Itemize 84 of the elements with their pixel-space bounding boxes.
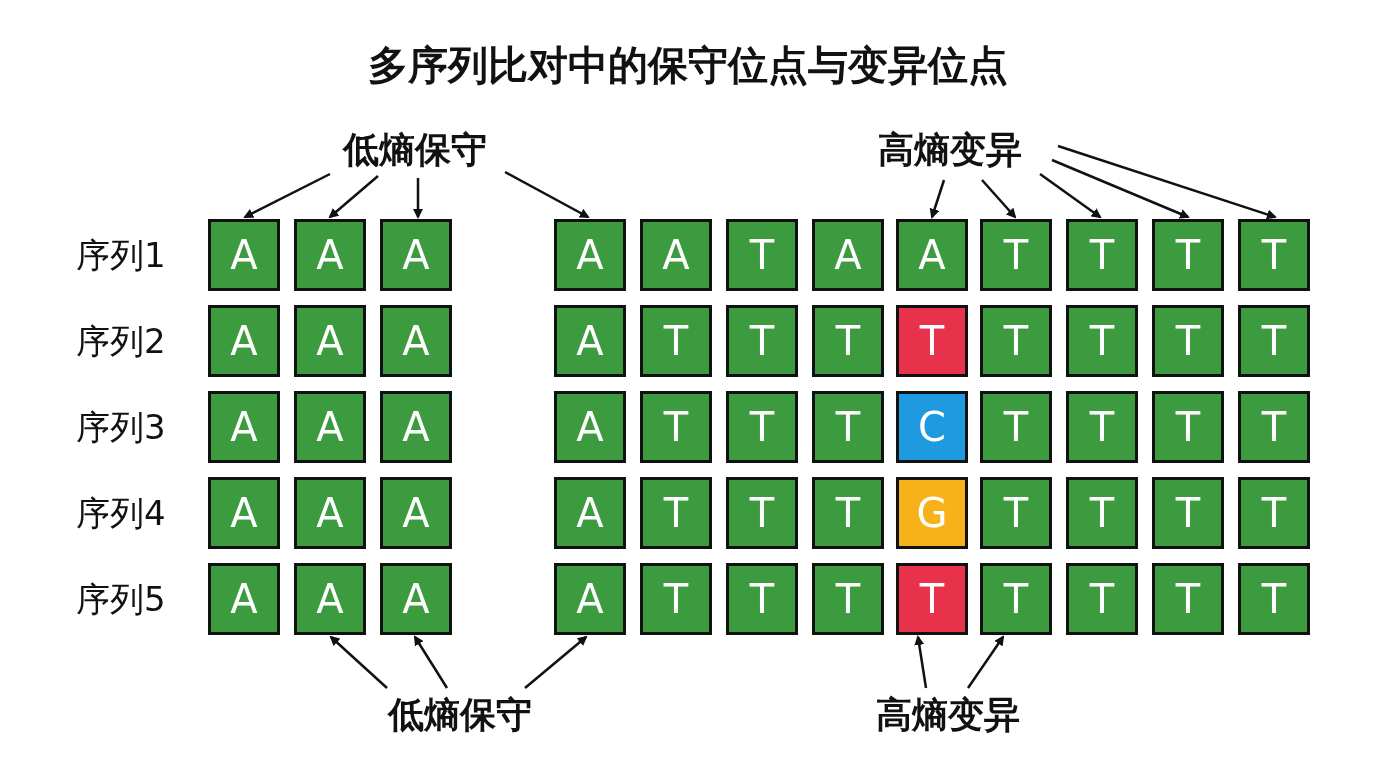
arrow — [413, 178, 423, 219]
nucleotide-cell: T — [1238, 391, 1310, 463]
nucleotide-cell: A — [294, 563, 366, 635]
row-label: 序列1 — [76, 235, 166, 275]
nucleotide-cell: T — [896, 563, 968, 635]
nucleotide-cell: T — [1238, 477, 1310, 549]
nucleotide-cell: T — [980, 391, 1052, 463]
nucleotide-cell: G — [896, 477, 968, 549]
arrow — [524, 635, 588, 689]
nucleotide-cell: T — [726, 219, 798, 291]
row-label: 序列5 — [76, 579, 166, 619]
nucleotide-cell: T — [726, 391, 798, 463]
annotation-label: 低熵保守 — [388, 693, 532, 737]
nucleotide-cell: T — [726, 563, 798, 635]
nucleotide-cell: T — [1238, 219, 1310, 291]
nucleotide-cell: A — [380, 563, 452, 635]
nucleotide-cell: A — [554, 563, 626, 635]
annotation-label: 低熵保守 — [343, 128, 487, 172]
arrow — [328, 175, 379, 219]
nucleotide-cell: A — [294, 477, 366, 549]
nucleotide-cell: T — [980, 563, 1052, 635]
nucleotide-cell: A — [812, 219, 884, 291]
nucleotide-cell: A — [554, 477, 626, 549]
nucleotide-cell: T — [640, 563, 712, 635]
title: 多序列比对中的保守位点与变异位点 — [367, 41, 1009, 90]
nucleotide-cell: C — [896, 391, 968, 463]
nucleotide-cell: A — [208, 219, 280, 291]
nucleotide-cell: A — [896, 219, 968, 291]
nucleotide-cell: T — [1066, 391, 1138, 463]
nucleotide-cell: A — [208, 477, 280, 549]
nucleotide-cell: T — [812, 391, 884, 463]
arrow — [1039, 173, 1102, 219]
row-label: 序列3 — [76, 407, 166, 447]
nucleotide-cell: T — [812, 305, 884, 377]
nucleotide-cell: A — [294, 219, 366, 291]
nucleotide-cell: T — [896, 305, 968, 377]
nucleotide-cell: T — [1152, 563, 1224, 635]
nucleotide-cell: T — [640, 391, 712, 463]
nucleotide-cell: A — [554, 391, 626, 463]
nucleotide-cell: A — [380, 477, 452, 549]
nucleotide-cell: A — [554, 305, 626, 377]
nucleotide-cell: A — [208, 391, 280, 463]
nucleotide-cell: A — [380, 305, 452, 377]
nucleotide-cell: T — [1152, 219, 1224, 291]
nucleotide-cell: A — [294, 305, 366, 377]
arrow — [981, 179, 1017, 219]
nucleotide-cell: T — [1152, 391, 1224, 463]
nucleotide-cell: A — [380, 219, 452, 291]
nucleotide-cell: T — [812, 563, 884, 635]
nucleotide-cell: A — [208, 305, 280, 377]
nucleotide-cell: T — [1152, 305, 1224, 377]
arrow — [504, 170, 590, 219]
nucleotide-cell: T — [640, 477, 712, 549]
annotation-label: 高熵变异 — [878, 128, 1022, 172]
nucleotide-cell: T — [726, 305, 798, 377]
nucleotide-cell: T — [1238, 563, 1310, 635]
nucleotide-cell: T — [726, 477, 798, 549]
arrow — [1051, 158, 1190, 219]
nucleotide-cell: T — [1066, 305, 1138, 377]
nucleotide-cell: A — [640, 219, 712, 291]
nucleotide-cell: A — [380, 391, 452, 463]
nucleotide-cell: T — [1152, 477, 1224, 549]
nucleotide-cell: T — [640, 305, 712, 377]
nucleotide-cell: A — [208, 563, 280, 635]
nucleotide-cell: T — [1066, 219, 1138, 291]
arrow — [929, 179, 946, 219]
nucleotide-cell: T — [1066, 477, 1138, 549]
nucleotide-cell: T — [1238, 305, 1310, 377]
nucleotide-cell: T — [1066, 563, 1138, 635]
annotation-label: 高熵变异 — [876, 693, 1020, 737]
nucleotide-cell: T — [980, 219, 1052, 291]
arrow — [1057, 144, 1277, 220]
row-label: 序列2 — [76, 321, 166, 361]
arrow — [329, 635, 388, 689]
arrow — [914, 635, 928, 689]
arrow — [243, 172, 331, 219]
arrow — [413, 635, 449, 689]
arrow — [966, 635, 1005, 689]
nucleotide-cell: A — [294, 391, 366, 463]
row-label: 序列4 — [76, 493, 166, 533]
nucleotide-cell: A — [554, 219, 626, 291]
nucleotide-cell: T — [812, 477, 884, 549]
nucleotide-cell: T — [980, 305, 1052, 377]
nucleotide-cell: T — [980, 477, 1052, 549]
